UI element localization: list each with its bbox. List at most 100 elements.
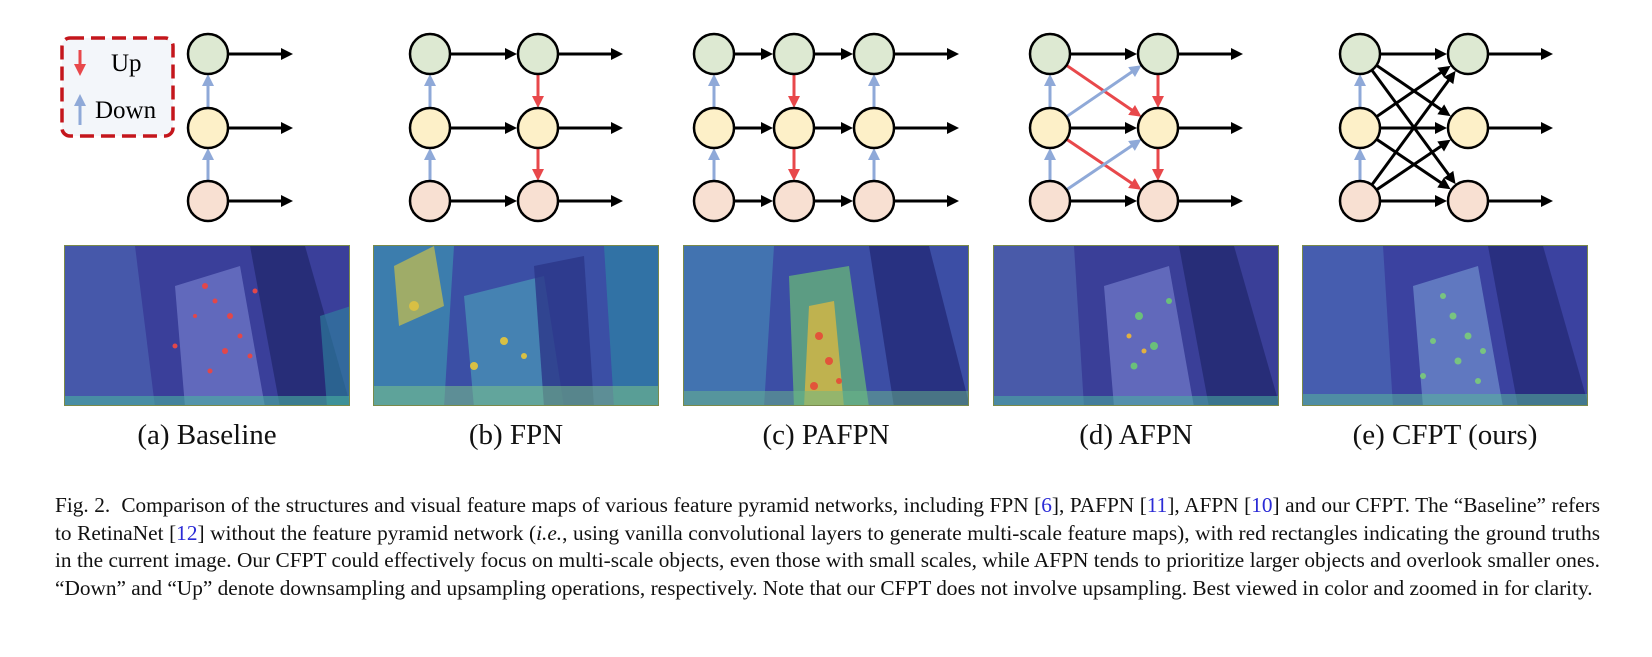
cross-layer-arrow — [1375, 143, 1444, 192]
output-arrow-head — [1231, 195, 1243, 207]
down-sample-arrow — [1065, 69, 1135, 118]
down-sample-arrow-head — [1044, 74, 1056, 86]
output-arrow-head — [281, 122, 293, 134]
down-sample-arrow-head — [1354, 148, 1366, 160]
output-arrow-head — [281, 195, 293, 207]
forward-arrow-head — [841, 122, 853, 134]
up-sample-arrow-head — [1128, 104, 1142, 117]
down-sample-arrow-head — [202, 148, 214, 160]
cross-layer-arrow-head — [1435, 195, 1447, 207]
down-sample-arrow — [1065, 143, 1135, 192]
caption-text: ] without the feature pyramid network ( — [197, 520, 537, 545]
down-arrow-icon — [74, 94, 86, 125]
caption-ref[interactable]: 10 — [1251, 493, 1273, 517]
cross-layer-arrow-head — [1443, 70, 1456, 85]
up-arrow-icon — [74, 50, 86, 76]
feature-node — [1446, 32, 1490, 76]
up-sample-arrow-head — [1152, 96, 1164, 108]
forward-arrow-head — [761, 48, 773, 60]
up-sample-arrow-head — [532, 169, 544, 181]
legend-down-label: Down — [95, 97, 157, 124]
feature-node — [408, 179, 452, 223]
output-arrow-head — [947, 122, 959, 134]
down-sample-arrow-head — [424, 148, 436, 160]
output-arrow-head — [1231, 48, 1243, 60]
cross-layer-arrow-head — [1435, 122, 1447, 134]
caption-ref[interactable]: 11 — [1146, 493, 1168, 517]
feature-node — [852, 106, 896, 150]
feature-node — [772, 106, 816, 150]
down-sample-arrow-head — [1044, 148, 1056, 160]
feature-node — [408, 106, 452, 150]
output-arrow-head — [611, 122, 623, 134]
feature-node — [1136, 32, 1180, 76]
feature-node — [1446, 179, 1490, 223]
legend-up-label: Up — [111, 50, 142, 77]
network-diagrams: Up Down — [60, 32, 1553, 223]
forward-arrow-head — [841, 48, 853, 60]
feature-node — [1338, 32, 1382, 76]
up-sample-arrow — [1065, 137, 1135, 186]
feature-node — [1136, 179, 1180, 223]
down-sample-arrow-head — [202, 74, 214, 86]
feature-node — [408, 32, 452, 76]
down-sample-arrow-head — [1128, 65, 1142, 78]
up-sample-arrow-head — [1128, 178, 1142, 190]
output-arrow-head — [947, 195, 959, 207]
feature-node — [1028, 32, 1072, 76]
output-arrow-head — [947, 48, 959, 60]
forward-arrow-head — [1125, 195, 1137, 207]
feature-node — [692, 32, 736, 76]
up-sample-arrow-head — [1152, 169, 1164, 181]
panel-label-c: (c) PAFPN — [762, 419, 890, 451]
caption-fig-label: Fig. 2. — [55, 493, 111, 517]
legend: Up Down — [60, 36, 175, 138]
feature-node — [772, 179, 816, 223]
forward-arrow-head — [761, 195, 773, 207]
cross-layer-arrow-head — [1437, 104, 1451, 117]
feature-node — [772, 32, 816, 76]
caption-ref[interactable]: 12 — [176, 520, 198, 545]
cross-layer-arrow-head — [1437, 139, 1451, 152]
down-sample-arrow-head — [1128, 139, 1142, 151]
down-sample-arrow-head — [1354, 74, 1366, 86]
feature-map-fpn — [373, 245, 659, 406]
output-arrow-head — [1541, 195, 1553, 207]
caption-ref[interactable]: 6 — [1041, 493, 1052, 517]
caption-text: ] and our CFPT. The “Baseline” refers to… — [55, 493, 1601, 545]
feature-node — [186, 179, 230, 223]
feature-node — [516, 179, 560, 223]
panel-label-d: (d) AFPN — [1079, 419, 1193, 451]
caption-text: ], PAFPN [ — [1051, 493, 1147, 517]
feature-map-cfpt — [1302, 245, 1588, 406]
forward-arrow-head — [841, 195, 853, 207]
feature-node — [692, 179, 736, 223]
output-arrow-head — [611, 195, 623, 207]
feature-node — [186, 106, 230, 150]
panel-label-a: (a) Baseline — [137, 419, 277, 451]
feature-map-baseline — [64, 245, 350, 406]
figure-caption: Fig. 2. Comparison of the structures and… — [55, 492, 1600, 602]
output-arrow-head — [611, 48, 623, 60]
down-sample-arrow-head — [708, 74, 720, 86]
feature-node — [1028, 179, 1072, 223]
feature-map-afpn — [993, 245, 1279, 406]
output-arrow-head — [1541, 122, 1553, 134]
forward-arrow-head — [505, 195, 517, 207]
panel-label-b: (b) FPN — [468, 419, 564, 451]
down-sample-arrow-head — [424, 74, 436, 86]
up-sample-arrow — [1065, 64, 1135, 113]
output-arrow-head — [1541, 48, 1553, 60]
down-sample-arrow-head — [708, 148, 720, 160]
feature-node — [186, 32, 230, 76]
up-sample-arrow-head — [788, 96, 800, 108]
up-sample-arrow-head — [532, 96, 544, 108]
caption-italic: i.e. — [536, 520, 563, 545]
forward-arrow-head — [505, 48, 517, 60]
forward-arrow-head — [505, 122, 517, 134]
feature-node — [852, 179, 896, 223]
feature-map-pafpn — [683, 245, 969, 406]
output-arrow-head — [281, 48, 293, 60]
output-arrow-head — [1231, 122, 1243, 134]
cross-layer-arrow-head — [1443, 170, 1456, 185]
